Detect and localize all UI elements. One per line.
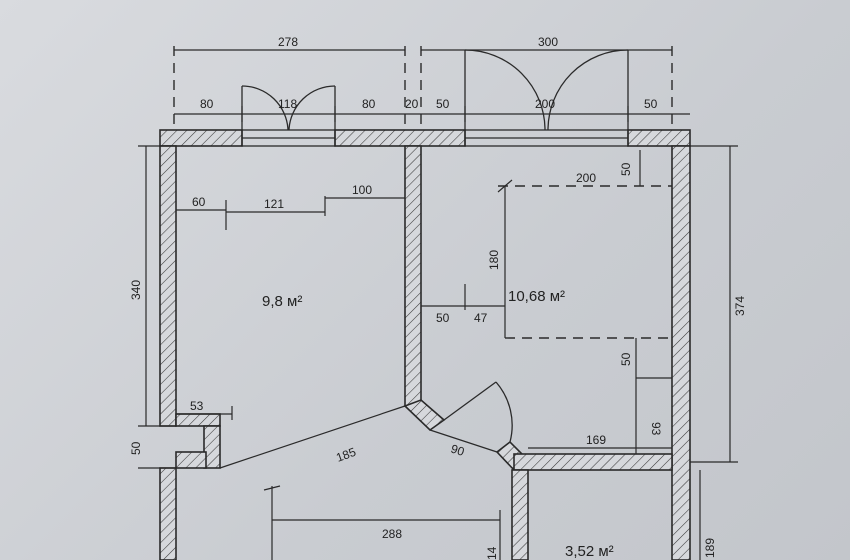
top-wall-left xyxy=(159,129,243,147)
dim-label: 50 xyxy=(619,162,633,176)
dim-label: 180 xyxy=(487,250,501,270)
left-niche-right xyxy=(203,425,221,469)
dim-label: 20 xyxy=(405,97,419,111)
door-arc xyxy=(495,381,513,443)
left-niche-top xyxy=(175,413,221,427)
door-leaf xyxy=(443,381,497,421)
center-partition-diagonal xyxy=(403,399,446,432)
bottom-partition xyxy=(511,469,529,560)
dim-label: 50 xyxy=(436,311,450,325)
dim-label: 50 xyxy=(619,352,633,366)
dim-label: 80 xyxy=(362,97,376,111)
dim-label: 185 xyxy=(334,445,358,465)
dim-label: 47 xyxy=(474,311,488,325)
dimension-labels: 278 300 80 118 80 20 50 200 50 340 50 37… xyxy=(129,35,747,560)
top-wall-right xyxy=(627,129,691,147)
dim-label: 53 xyxy=(190,399,204,413)
dim-label: 80 xyxy=(200,97,214,111)
dim-label: 50 xyxy=(644,97,658,111)
dim-label: 300 xyxy=(538,35,558,49)
dim-label: 93 xyxy=(649,422,663,436)
dim-label: 100 xyxy=(352,183,372,197)
door-arc xyxy=(241,85,289,131)
room-area-label: 9,8 м² xyxy=(262,293,302,310)
walls xyxy=(159,129,691,560)
dim-label: 121 xyxy=(264,197,284,211)
room-areas: 9,8 м² 10,68 м² 3,52 м² xyxy=(262,288,614,560)
top-wall-mid xyxy=(334,129,466,147)
dim-label: 189 xyxy=(703,538,717,558)
right-wall xyxy=(671,145,691,560)
dim-label: 50 xyxy=(436,97,450,111)
mid-wall-right xyxy=(513,453,673,471)
window-frames xyxy=(241,129,629,147)
dim-label: 90 xyxy=(449,442,466,460)
dim-label: 169 xyxy=(586,433,606,447)
dim-label: 374 xyxy=(733,296,747,316)
dimension-lines xyxy=(138,46,738,560)
left-wall-lower xyxy=(159,467,177,560)
door-arc xyxy=(464,49,546,131)
dim-label: 200 xyxy=(535,97,555,111)
room-area-label: 10,68 м² xyxy=(508,288,565,305)
center-partition xyxy=(404,145,422,407)
room-area-label: 3,52 м² xyxy=(565,543,614,560)
dim-label: 118 xyxy=(278,97,297,111)
dim-label: 50 xyxy=(129,441,143,455)
dim-label: 60 xyxy=(192,195,206,209)
dim-label: 278 xyxy=(278,35,298,49)
left-niche-bottom xyxy=(175,451,207,469)
door-arc xyxy=(547,49,629,131)
left-wall-upper xyxy=(159,145,177,427)
dim-label: 14 xyxy=(485,546,499,560)
dim-label: 340 xyxy=(129,280,143,300)
dim-label: 288 xyxy=(382,527,402,541)
door-arc xyxy=(288,85,336,131)
dim-label: 200 xyxy=(576,171,596,185)
door-swings xyxy=(241,49,629,443)
